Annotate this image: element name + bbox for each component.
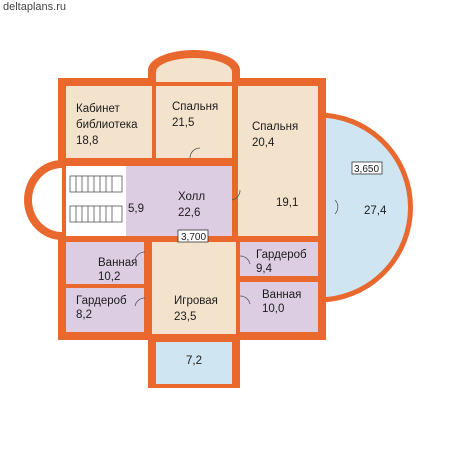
label-bedroom2-area: 20,4 xyxy=(252,137,275,149)
terrace-railing xyxy=(317,112,413,303)
label-hall-area: 22,6 xyxy=(178,207,200,219)
room-corridor xyxy=(238,166,318,236)
room-cabinet xyxy=(66,86,152,158)
room-hall xyxy=(126,166,232,236)
level-box-terrace xyxy=(351,161,383,175)
label-cabinet-area: 18,8 xyxy=(76,135,98,147)
label-playroom-area: 23,5 xyxy=(174,311,196,323)
room-wardrobe2 xyxy=(240,242,318,276)
room-playroom xyxy=(152,242,236,334)
label-bath1-area: 10,2 xyxy=(98,271,120,283)
room-wardrobe1 xyxy=(66,288,144,332)
door-swings xyxy=(134,147,339,307)
label-balcony-area: 7,2 xyxy=(186,355,202,367)
top-bay-floor xyxy=(156,58,232,82)
label-bath2-name: Ванная xyxy=(262,289,301,301)
label-bath2-area: 10,0 xyxy=(262,303,284,315)
site-label[interactable]: deltaplans.ru xyxy=(3,1,66,13)
label-playroom-name: Игровая xyxy=(174,295,218,307)
room-stair-landing xyxy=(66,166,126,236)
room-bath1 xyxy=(66,242,144,284)
room-bedroom2 xyxy=(238,86,318,166)
label-corridor-area: 19,1 xyxy=(276,197,298,209)
level-terrace: 3,650 xyxy=(354,164,379,175)
label-bedroom2-name: Спальня xyxy=(252,121,298,133)
room-bedroom1 xyxy=(156,86,232,158)
label-hall-name: Холл xyxy=(178,191,205,203)
label-bath1-name: Ванная xyxy=(98,257,137,269)
label-bedroom1-name: Спальня xyxy=(172,101,218,113)
label-bedroom1-area: 21,5 xyxy=(172,117,194,129)
label-wardrobe2-name: Гардероб xyxy=(256,249,307,261)
level-hall: 3,700 xyxy=(181,232,206,243)
label-cabinet-line2: библиотека xyxy=(76,119,138,131)
label-wardrobe1-area: 8,2 xyxy=(76,309,92,321)
room-bath2 xyxy=(240,282,318,332)
label-wardrobe1-name: Гардероб xyxy=(76,295,127,307)
left-bay-floor xyxy=(32,168,62,232)
label-cabinet-line1: Кабинет xyxy=(76,103,120,115)
staircase xyxy=(69,175,123,223)
room-balcony xyxy=(156,342,232,384)
level-box-hall xyxy=(177,229,209,243)
label-landing-area: 5,9 xyxy=(128,203,144,215)
label-wardrobe2-area: 9,4 xyxy=(256,263,273,275)
label-terrace-area: 27,4 xyxy=(364,205,387,217)
